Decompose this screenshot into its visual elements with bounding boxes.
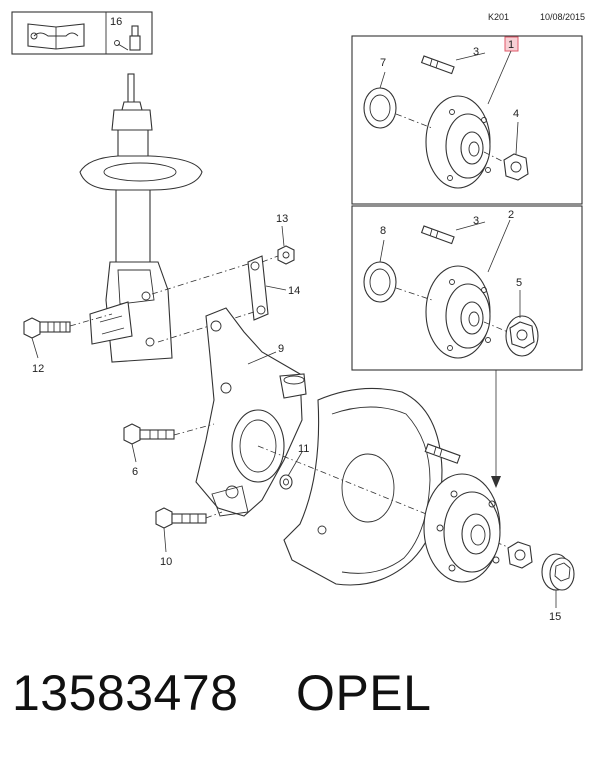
page-date: 10/08/2015	[540, 12, 585, 22]
manual-ref-number: 16	[110, 16, 122, 28]
callout-15: 15	[549, 611, 561, 623]
callout-11: 11	[298, 443, 309, 455]
callout-5: 5	[516, 277, 522, 289]
callout-4: 4	[513, 108, 519, 120]
callout-6: 6	[132, 466, 138, 478]
shock-absorber	[79, 73, 203, 363]
tool-icon	[114, 25, 141, 51]
callout-3-detail-1: 3	[473, 46, 479, 58]
bracket-14	[247, 255, 269, 321]
snap-ring-8	[363, 261, 397, 303]
cap-15	[541, 553, 575, 591]
part-number: 13583478	[12, 665, 239, 721]
wheel-stud-detail-1	[420, 55, 455, 75]
bolt-6	[123, 423, 175, 445]
callout-8: 8	[380, 225, 386, 237]
parts-diagram: 16 K201 10/08/2015	[11, 11, 585, 623]
leader-lines	[31, 50, 557, 608]
hub-bearing-assembly	[423, 473, 501, 583]
brand-name: OPEL	[296, 665, 432, 721]
callout-10: 10	[160, 556, 172, 568]
callout-1: 1	[508, 39, 514, 51]
hub-assembly-detail-2	[425, 265, 491, 359]
callout-3-detail-2: 3	[473, 215, 479, 227]
steering-knuckle-9	[195, 307, 307, 517]
hub-nut-5	[505, 315, 539, 357]
nut-13	[277, 245, 295, 265]
callout-13: 13	[276, 213, 288, 225]
callout-9: 9	[278, 343, 284, 355]
reference-arrow	[491, 370, 501, 488]
snap-ring-7	[363, 87, 397, 129]
open-book-wrench-icon	[27, 23, 85, 50]
washer-11	[279, 474, 293, 490]
hub-nut-4	[503, 153, 529, 181]
part-number-footer: 13583478 OPEL	[12, 664, 431, 722]
callout-12: 12	[32, 363, 44, 375]
wheel-stud-detail-2	[420, 225, 455, 245]
hub-nut-main	[507, 541, 533, 569]
wheel-stud-main	[424, 443, 461, 464]
bolt-10	[155, 507, 207, 529]
callout-7: 7	[380, 57, 386, 69]
callout-2: 2	[508, 209, 514, 221]
bolt-12	[23, 317, 71, 339]
callout-1-highlight	[504, 36, 519, 52]
brake-dust-shield	[283, 387, 443, 586]
hub-assembly-detail-1	[425, 95, 491, 189]
page-code: K201	[488, 12, 509, 22]
callout-14: 14	[288, 285, 300, 297]
